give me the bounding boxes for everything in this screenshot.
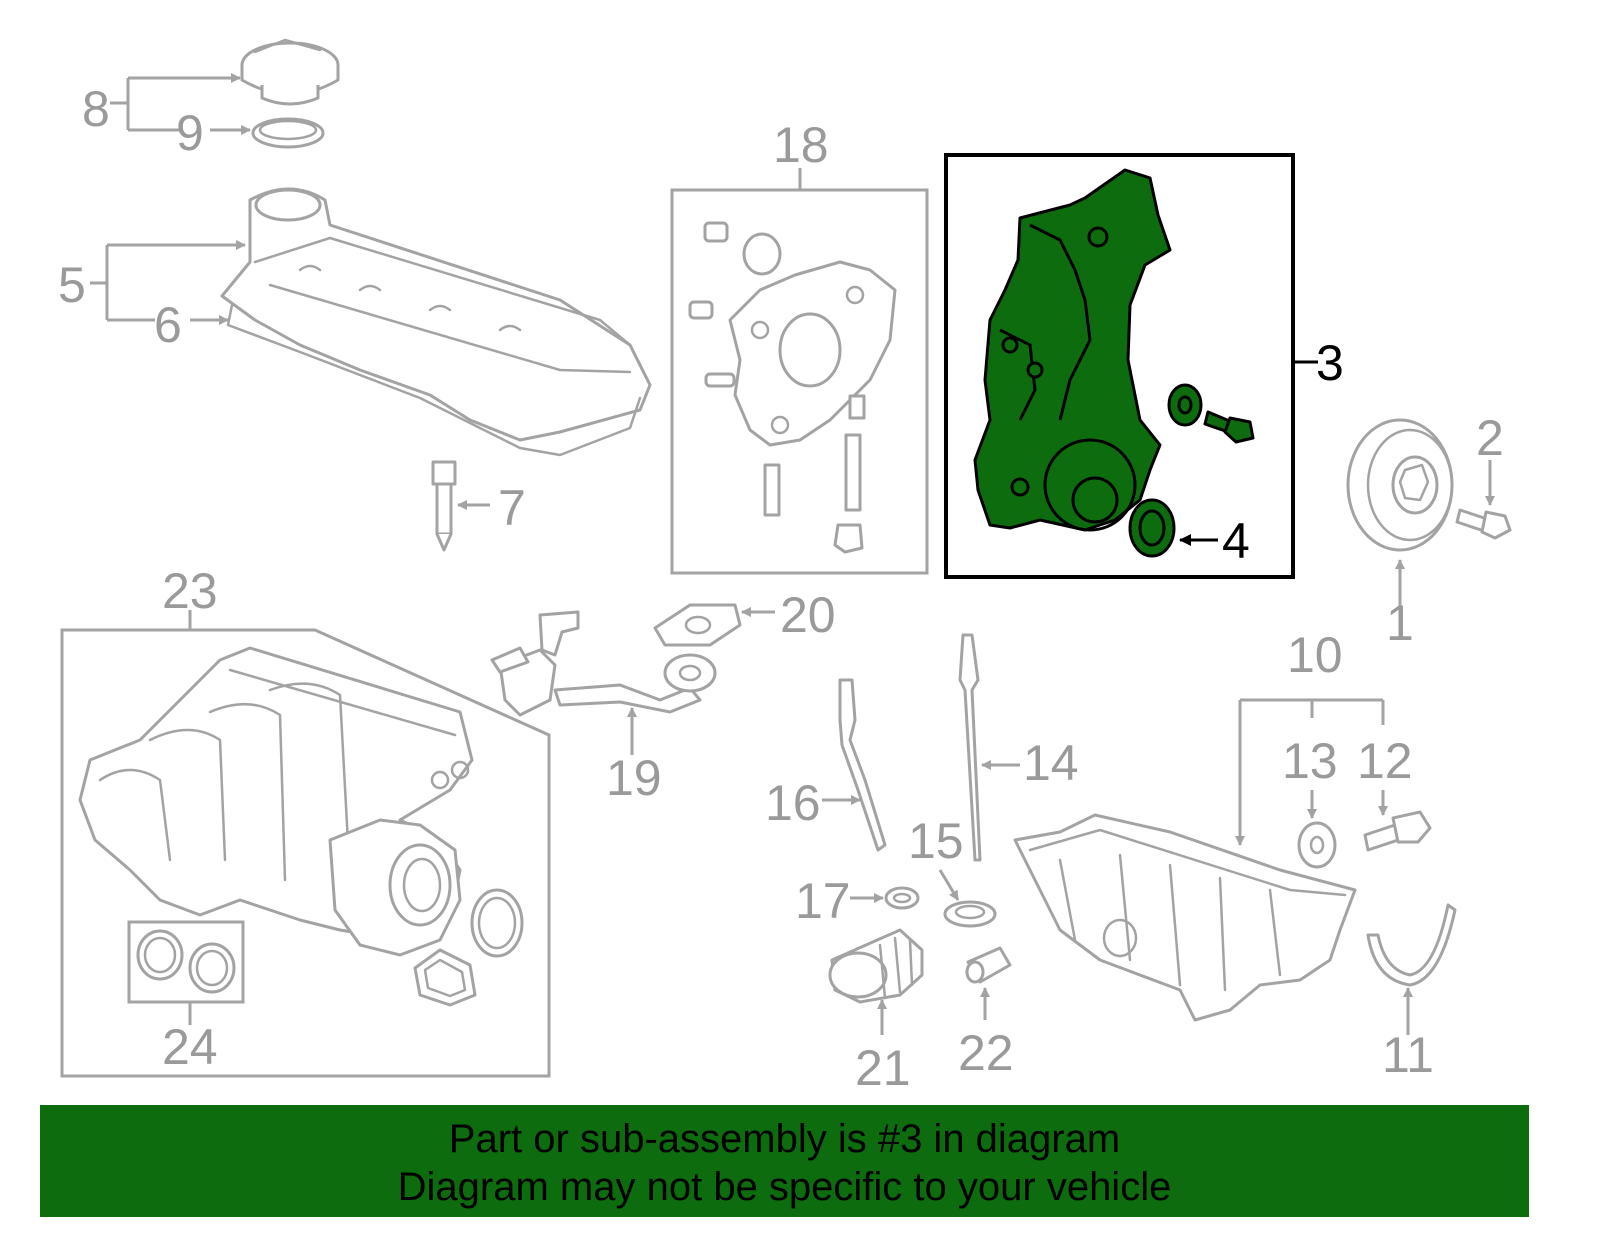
strainer-gasket-part [653, 603, 742, 647]
intake-gaskets-frame [127, 920, 245, 1004]
pulley-bolt-part [1455, 508, 1512, 540]
drain-plug-bolt-part [1363, 810, 1432, 852]
callout-3[interactable]: 3 [1316, 335, 1344, 391]
timing-chain-cover-part [973, 168, 1172, 532]
throttle-body-gasket-part [470, 888, 524, 958]
intake-port-gaskets-part [136, 929, 236, 994]
oil-filter-part [828, 928, 924, 1004]
stud-bolt-part [431, 460, 457, 552]
timing-cover-washer-part [1167, 383, 1203, 427]
callout-10[interactable]: 10 [1287, 627, 1343, 683]
dipstick-part [958, 633, 982, 862]
callout-9[interactable]: 9 [176, 105, 204, 161]
rear-oil-seal-part [1366, 903, 1457, 987]
dipstick-o-ring-part [943, 900, 997, 928]
oil-pressure-switch-part [965, 946, 1012, 984]
callout-16[interactable]: 16 [765, 775, 821, 831]
callout-13[interactable]: 13 [1282, 733, 1338, 789]
part-info-banner: Part or sub-assembly is #3 in diagram Di… [40, 1105, 1529, 1217]
callout-23[interactable]: 23 [162, 563, 218, 619]
callout-12[interactable]: 12 [1357, 733, 1413, 789]
callout-1[interactable]: 1 [1386, 595, 1414, 651]
callout-19[interactable]: 19 [606, 750, 662, 806]
oil-pan-part [1013, 813, 1357, 1022]
callout-8[interactable]: 8 [82, 81, 110, 137]
callout-15[interactable]: 15 [908, 813, 964, 869]
callout-5[interactable]: 5 [58, 257, 86, 313]
callout-2[interactable]: 2 [1476, 410, 1504, 466]
oil-pump-part [688, 221, 897, 554]
valve-cover-part [220, 187, 652, 442]
callout-18[interactable]: 18 [773, 117, 829, 173]
timing-cover-body [973, 168, 1172, 532]
timing-cover-bolt-part [1203, 410, 1255, 444]
callout-4[interactable]: 4 [1222, 513, 1250, 569]
banner-line-disclaimer: Diagram may not be specific to your vehi… [397, 1165, 1172, 1209]
oil-strainer-part [490, 610, 717, 717]
throttle-body-part [328, 818, 462, 957]
intake-manifold-assembly-frame [60, 628, 551, 1078]
callout-14[interactable]: 14 [1023, 735, 1079, 791]
callout-7[interactable]: 7 [498, 480, 526, 536]
dipstick-tube-part [838, 678, 887, 852]
crankshaft-pulley-part [1346, 418, 1454, 552]
callout-21[interactable]: 21 [855, 1040, 911, 1096]
callout-11[interactable]: 11 [1382, 1027, 1434, 1083]
callout-24[interactable]: 24 [162, 1019, 218, 1075]
oil-filler-cap-part [240, 38, 340, 106]
drain-plug-washer-part [1297, 821, 1337, 869]
callout-22[interactable]: 22 [958, 1025, 1014, 1081]
oil-filler-cap-seal-part [251, 117, 325, 149]
valve-cover-gasket-part [226, 303, 642, 457]
callout-20[interactable]: 20 [780, 587, 836, 643]
tube-o-ring-part [884, 886, 920, 910]
banner-line-part-number: Part or sub-assembly is #3 in diagram [448, 1117, 1121, 1161]
timing-cover-assembly-frame [944, 153, 1295, 579]
callout-17[interactable]: 17 [795, 873, 851, 929]
crankshaft-oil-seal-part [1128, 498, 1176, 558]
callout-6[interactable]: 6 [154, 297, 182, 353]
intake-gasket-part [413, 948, 477, 1007]
